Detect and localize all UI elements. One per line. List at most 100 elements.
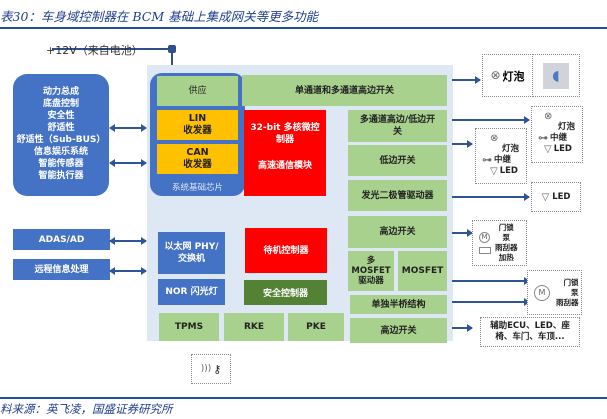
aux-line1: 辅助ECU、LED、座 [490,321,570,331]
group-c-item: 加热 [498,253,514,262]
can-transceiver: CAN 收发器 [157,144,238,174]
ethernet-line1: 以太网 PHY/ [164,242,219,252]
bulb-icon: ⊗ [544,111,553,122]
arrow-to-group-b [452,116,530,124]
arrow-to-group-d-1 [452,277,530,285]
group-c-item: 泵 [502,233,511,242]
nor-flash-block: NOR 闪光灯 [158,279,225,305]
bulb-load: ⊗ 灯泡 [482,54,533,97]
can-bus-arrow [109,159,147,167]
can-label: CAN [186,147,209,158]
security-controller-block: 安全控制器 [244,280,327,305]
telematics-box: 远程信息处理 [13,259,110,280]
led-driver: 发光二极管驱动器 [348,180,447,211]
ethernet-line2: 交换机 [177,254,205,264]
figure-caption: 表30：车身域控制器在 BCM 基础上集成网关等更多功能 [0,9,319,24]
bulb-icon: ⊗ [490,68,501,82]
lin-label: LIN [188,113,207,124]
mcu-line1: 32-bit 多核微控 [250,123,320,133]
can-sub-label: 收发器 [183,159,212,170]
arrow-to-group-a [452,140,473,148]
adas-box: ADAS/AD [13,229,110,250]
domain-item: 智能传感器 [38,159,84,169]
power-drop-line [171,52,173,76]
high-side-switch-1: 高边开关 [348,216,447,248]
multi-mosfet-line2: MOSFET [351,266,391,276]
lin-sub-label: 收发器 [183,125,212,136]
mcu-line3: 高速通信模块 [257,161,312,171]
relay-icon: ⊶ [482,155,492,166]
led-load: ▽ LED [531,182,581,212]
rke-block: RKE [224,313,284,341]
power-label: +12V（来自电池） [46,44,143,57]
domain-item: 底盘控制 [42,99,79,109]
group-b-item: LED [553,144,572,154]
domain-item: 舒适性 [47,123,75,133]
group-a-item: 灯泡 [502,144,520,154]
domain-item: 智能执行器 [38,171,84,181]
power-node [168,45,176,53]
mcu-line2: 制器 [275,135,294,145]
arrow-to-group-c [452,229,473,237]
heater-icon [479,247,491,254]
group-d-item: 雨刮器 [556,297,579,307]
led-label: LED [552,191,571,202]
group-c-item: 雨刮器 [495,243,518,252]
multi-mosfet-line3: 驱动器 [358,276,384,286]
motor-icon: M [534,284,550,301]
bulb-icon: ⊗ [490,133,499,144]
group-d-item: 门锁 [563,277,579,287]
domain-item: 舒适性（Sub-BUS） [16,135,106,145]
multi-hl-line1: 多通道高边/低边开 [359,115,436,125]
group-a-item: LED [499,166,518,176]
multi-hl-switch: 多通道高边/低边开 关 [348,110,447,142]
domain-item: 信息娱乐系统 [33,147,88,157]
led-icon: ▽ [544,144,552,155]
bulb-label: 灯泡 [502,69,525,83]
led-icon: ▽ [541,191,550,203]
domain-item: 安全性 [47,111,75,121]
led-icon: ▽ [490,166,498,177]
adas-arrow [109,237,147,245]
group-b-load: ⊗ 灯泡 ⊶中继 ▽LED [531,106,583,163]
relay-icon: ⊶ [538,133,548,144]
mosfet-block: MOSFET [398,251,447,291]
half-bridge: 单独半桥结构 [350,295,447,314]
headlamp-load: ◖ [532,54,580,97]
group-a-load: ⊗ 灯泡 ⊶中继 ▽LED [475,128,527,184]
source-note: 料来源：英飞凌，国盛证券研究所 [0,402,173,416]
telematics-arrow [109,267,147,275]
sbc-label: 系统基础芯片 [171,183,223,193]
group-c-load: M 门锁 泵 雨刮器 加热 [472,220,527,266]
lin-bus-arrow [109,124,147,132]
domain-list-box: 动力总成 底盘控制 安全性 舒适性 舒适性（Sub-BUS） 信息娱乐系统 智能… [13,74,109,196]
bottom-rule [0,397,607,399]
lin-transceiver: LIN 收发器 [157,110,238,140]
group-d-load: M 门锁 泵 雨刮器 [527,270,582,315]
multi-hl-line2: 关 [392,127,402,137]
key-fob-icon: ⚷ [213,362,222,376]
high-side-switch-top: 单通道和多通道高边开关 [242,75,447,106]
arrow-to-aux [452,324,473,332]
pke-block: PKE [288,313,344,341]
wireless-icon: ))) [200,363,212,374]
low-side-switch: 低边开关 [348,145,447,176]
ethernet-phy-block: 以太网 PHY/ 交换机 [158,232,225,274]
group-b-item: 中继 [550,133,568,143]
group-d-item: 泵 [571,287,579,297]
standby-controller-block: 待机控制器 [245,228,327,273]
group-b-item: 灯泡 [558,122,576,132]
aux-load: 辅助ECU、LED、座 椅、车门、车顶... [480,317,580,347]
multi-mosfet-line1: 多 [366,256,376,266]
aux-line2: 椅、车门、车顶... [495,332,565,342]
multi-mosfet-driver: 多 MOSFET 驱动器 [348,251,394,291]
headlamp-icon: ◖ [543,62,569,89]
arrow-to-led [452,193,530,201]
arrow-to-group-d-2 [452,298,530,306]
tpms-block: TPMS [159,313,219,341]
mcu-block: 32-bit 多核微控 制器 高速通信模块 [244,110,326,196]
arrow-to-bulb [452,76,481,84]
power-line [52,48,172,50]
key-fob-load: ))) ⚷ [191,354,231,384]
top-rule [0,27,607,29]
